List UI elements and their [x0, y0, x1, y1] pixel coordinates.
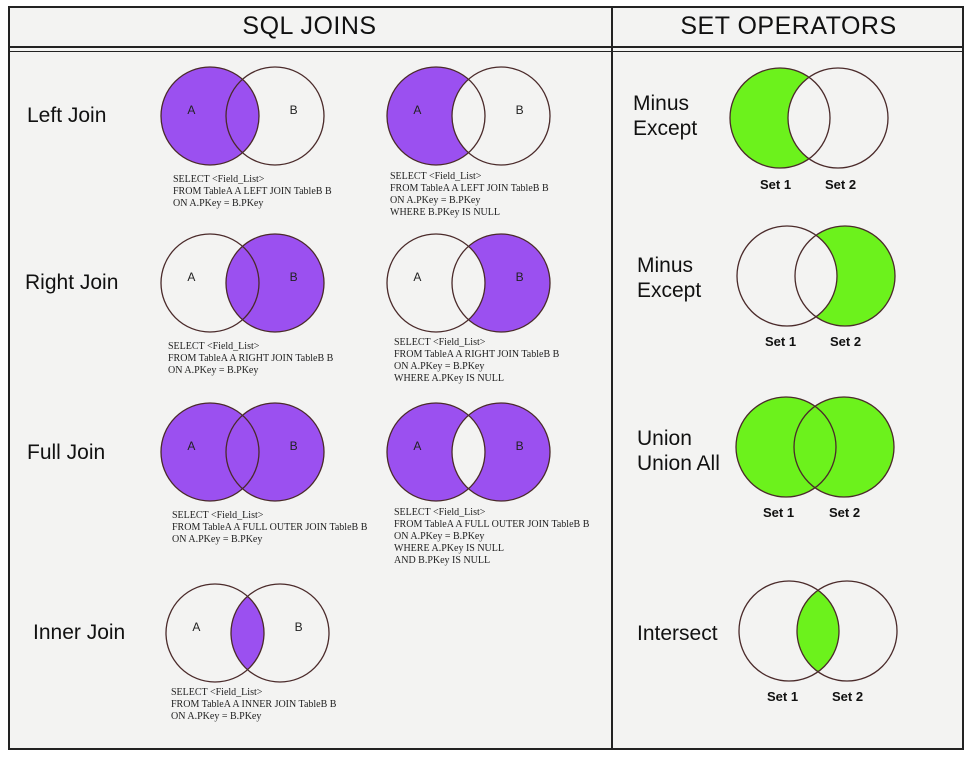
b-only-fill — [795, 226, 895, 326]
sql-left-join-excluding: SELECT <Field_List> FROM TableA A LEFT J… — [390, 171, 549, 218]
circle-a-outline — [386, 233, 486, 333]
left-join-label: Left Join — [27, 104, 107, 127]
circle-b-label: B — [290, 439, 298, 453]
circle-b-outline — [793, 396, 895, 498]
circle-a-label: A — [187, 270, 195, 284]
set2-label: Set 2 — [832, 689, 864, 704]
sql-right-join-excluding: SELECT <Field_List> FROM TableA A RIGHT … — [394, 337, 560, 384]
circle-b-fill — [794, 397, 894, 497]
venn-minus-set2 — [736, 225, 896, 327]
circle-b-outline — [230, 583, 330, 683]
label-line: Minus — [637, 254, 694, 277]
b-only-fill — [452, 234, 550, 332]
circle-a-outline — [160, 233, 260, 333]
circle-b-label: B — [290, 270, 298, 284]
circle-a-outline — [736, 225, 838, 327]
set1-label: Set 1 — [763, 505, 795, 520]
circle-b-label: B — [516, 103, 524, 117]
circle-b-outline — [787, 67, 889, 169]
label-line: Union All — [637, 452, 720, 475]
circle-b-fill — [226, 234, 324, 332]
circle-b-outline — [225, 233, 325, 333]
circle-b-label: B — [290, 103, 298, 117]
circle-b-fill — [226, 403, 324, 501]
a-only-fill — [730, 68, 830, 168]
venn-intersect — [738, 580, 898, 682]
circle-b-outline — [225, 402, 325, 502]
circle-b-label: B — [295, 620, 303, 634]
inner-join-label: Inner Join — [33, 621, 126, 644]
circle-a-fill — [161, 67, 259, 165]
circle-a-outline — [160, 402, 260, 502]
circle-a-label: A — [187, 439, 195, 453]
circle-a-label: A — [192, 620, 200, 634]
set2-label: Set 2 — [829, 505, 861, 520]
set1-label: Set 1 — [760, 177, 792, 192]
circle-b-label: B — [516, 270, 524, 284]
intersect-label: Intersect — [637, 621, 718, 646]
circle-a-outline — [738, 580, 840, 682]
header-divider — [8, 46, 964, 48]
column-divider — [611, 6, 613, 750]
a-only-fill — [387, 67, 485, 165]
full-join-label: Full Join — [27, 441, 106, 464]
b-only-fill — [452, 403, 550, 501]
sql-full-join-excluding: SELECT <Field_List> FROM TableA A FULL O… — [394, 507, 590, 566]
set1-label: Set 1 — [765, 334, 797, 349]
sql-right-join: SELECT <Field_List> FROM TableA A RIGHT … — [168, 341, 334, 376]
sql-inner-join: SELECT <Field_List> FROM TableA A INNER … — [171, 687, 337, 722]
set2-label: Set 2 — [830, 334, 862, 349]
intersection-fill — [797, 581, 839, 681]
circle-b-outline — [451, 66, 551, 166]
label-line: Except — [633, 117, 698, 140]
circle-a-outline — [386, 402, 486, 502]
circle-a-label: A — [187, 103, 195, 117]
circle-a-outline — [729, 67, 831, 169]
venn-minus-set1 — [729, 67, 889, 169]
circle-b-outline — [225, 66, 325, 166]
header-divider-inner — [8, 51, 964, 52]
venn-union — [735, 396, 895, 498]
set-operators-heading: SET OPERATORS — [680, 11, 897, 40]
sql-full-join: SELECT <Field_List> FROM TableA A FULL O… — [172, 510, 368, 545]
circle-b-outline — [451, 402, 551, 502]
label-line: Except — [637, 279, 702, 302]
circle-a-label: A — [413, 270, 421, 284]
label-line: Intersect — [637, 622, 718, 645]
circle-b-label: B — [516, 439, 524, 453]
circle-a-label: A — [413, 103, 421, 117]
circle-a-outline — [160, 66, 260, 166]
sql-joins-heading: SQL JOINS — [242, 11, 377, 40]
circle-b-outline — [794, 225, 896, 327]
label-line: Union — [637, 427, 692, 450]
circle-b-outline — [796, 580, 898, 682]
right-join-label: Right Join — [25, 271, 119, 294]
circle-a-outline — [165, 583, 265, 683]
circle-a-outline — [735, 396, 837, 498]
circle-a-outline — [386, 66, 486, 166]
set2-label: Set 2 — [825, 177, 857, 192]
sql-left-join: SELECT <Field_List> FROM TableA A LEFT J… — [173, 174, 332, 209]
circle-b-outline — [451, 233, 551, 333]
label-line: Minus — [633, 92, 690, 115]
intersection-fill — [231, 584, 264, 682]
circle-a-label: A — [413, 439, 421, 453]
set1-label: Set 1 — [767, 689, 799, 704]
